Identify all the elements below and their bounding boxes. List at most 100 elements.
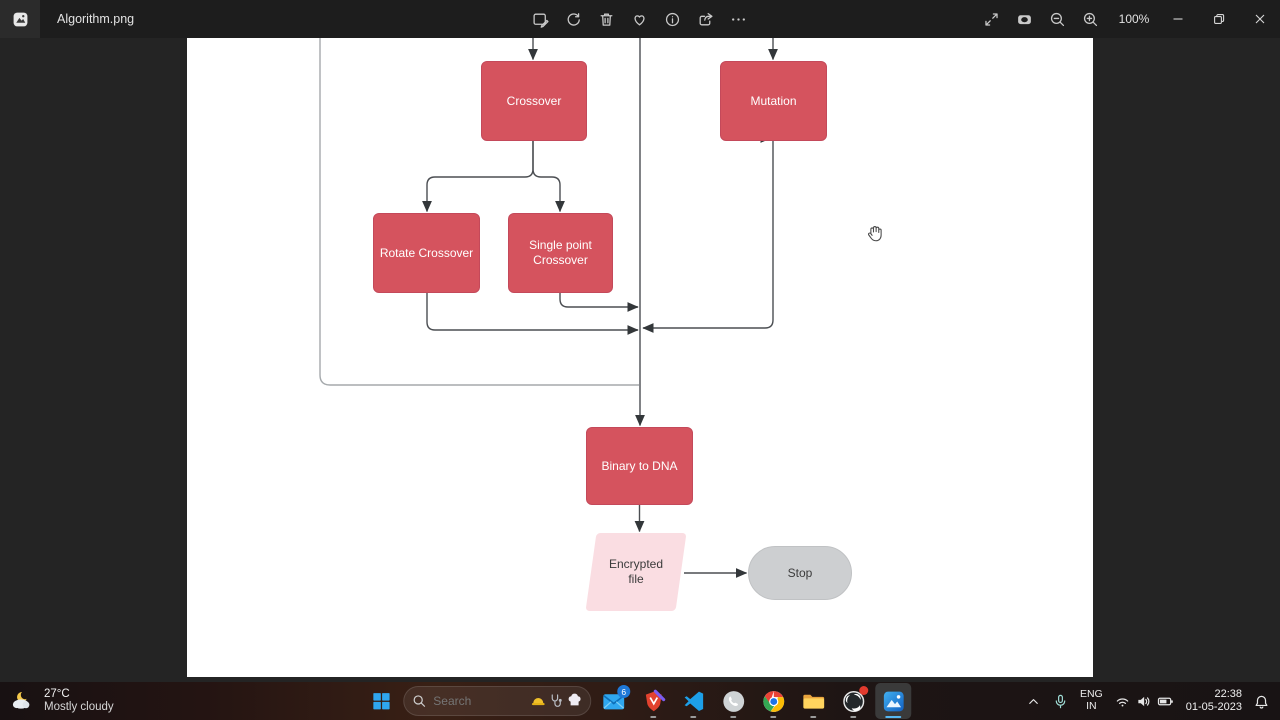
taskbar: 27°C Mostly cloudy — [0, 682, 1280, 720]
close-icon — [1255, 14, 1264, 24]
taskbar-app-whatsapp[interactable] — [715, 683, 751, 719]
window-controls — [1157, 0, 1280, 38]
clock-date-button[interactable]: 22:38 01-05-2023 — [1181, 684, 1247, 718]
container-outline — [319, 38, 639, 386]
restore-button[interactable] — [1198, 0, 1239, 38]
file-explorer-icon — [802, 694, 824, 709]
obs-studio-icon — [842, 690, 864, 712]
node-stop: Stop — [748, 546, 852, 600]
zoom-level[interactable]: 100% — [1118, 12, 1150, 26]
chef-hat-icon — [568, 693, 581, 706]
node-single-point-crossover: Single point Crossover — [508, 213, 613, 293]
node-label: Binary to DNA — [601, 458, 678, 473]
photo-toolbar — [524, 0, 755, 38]
notification-bell-icon — [1255, 695, 1268, 709]
node-label: Stop — [787, 565, 813, 580]
search-input[interactable] — [433, 694, 524, 708]
taskbar-app-mail[interactable]: 6 — [595, 683, 631, 719]
zoom-in-icon — [1083, 12, 1098, 26]
taskbar-app-photos[interactable] — [875, 683, 912, 719]
mail-unread-badge: 6 — [617, 685, 631, 698]
running-indicator — [650, 715, 657, 718]
photos-app-icon[interactable] — [0, 0, 40, 38]
taskbar-search[interactable] — [403, 686, 592, 716]
node-label: Mutation — [750, 93, 797, 108]
hand-cursor — [868, 226, 882, 242]
fullscreen-button[interactable] — [975, 0, 1008, 38]
running-indicator — [730, 715, 737, 718]
chevron-up-icon — [1029, 698, 1038, 704]
photos-taskbar-icon — [883, 691, 904, 711]
edge-mutation-to-merge — [642, 141, 774, 333]
brave-icon — [645, 689, 665, 711]
weather-icon — [12, 690, 30, 709]
vscode-icon — [684, 691, 703, 711]
fit-to-window-button[interactable] — [1008, 0, 1041, 38]
notification-center-button[interactable] — [1249, 684, 1274, 718]
weather-temperature: 27°C — [44, 687, 70, 700]
language-switcher[interactable]: ENG IN — [1075, 684, 1108, 718]
taskbar-app-obs[interactable] — [835, 683, 871, 719]
running-indicator — [850, 715, 857, 718]
titlebar: Algorithm.png — [0, 0, 1280, 38]
info-button[interactable] — [656, 0, 689, 38]
share-button[interactable] — [689, 0, 722, 38]
window-title: Algorithm.png — [57, 12, 135, 26]
heart-icon — [634, 14, 645, 25]
view-controls: 100% — [975, 0, 1153, 38]
obs-recording-dot — [859, 686, 869, 695]
edge-rotate-to-merge — [426, 293, 639, 335]
node-label: Rotate Crossover — [379, 245, 474, 260]
language-line-1: ENG — [1079, 688, 1103, 701]
running-indicator — [770, 715, 777, 718]
system-tray: ENG IN 22:38 01-05-2023 — [1021, 682, 1274, 720]
chrome-icon — [762, 690, 784, 712]
rotate-button[interactable] — [557, 0, 590, 38]
zoom-in-button[interactable] — [1074, 0, 1107, 38]
see-more-button[interactable] — [722, 0, 755, 38]
hidden-icons-chevron[interactable] — [1021, 684, 1046, 718]
search-highlight-icons — [530, 693, 582, 709]
edit-image-button[interactable] — [524, 0, 557, 38]
info-icon — [665, 12, 680, 26]
node-mutation: Mutation — [720, 61, 827, 141]
node-label: Encrypted file — [608, 557, 664, 586]
start-button[interactable] — [363, 683, 399, 719]
see-more-icon — [732, 17, 745, 21]
minimize-button[interactable] — [1157, 0, 1198, 38]
volume-icon — [1138, 696, 1150, 706]
edit-image-icon — [533, 13, 549, 28]
node-binary-to-dna: Binary to DNA — [586, 427, 693, 505]
fullscreen-icon — [985, 12, 998, 26]
zoom-out-button[interactable] — [1041, 0, 1074, 38]
network-volume-battery-button[interactable] — [1110, 684, 1179, 718]
edge-single-to-merge — [559, 293, 639, 312]
node-label: Crossover — [506, 93, 562, 108]
taskbar-app-file-explorer[interactable] — [795, 683, 831, 719]
node-encrypted-file: Encrypted file — [585, 533, 687, 611]
weather-widget[interactable]: 27°C Mostly cloudy — [10, 682, 114, 720]
taskbar-app-chrome[interactable] — [755, 683, 791, 719]
microphone-tray-button[interactable] — [1048, 684, 1073, 718]
close-button[interactable] — [1239, 0, 1280, 38]
favorite-button[interactable] — [623, 0, 656, 38]
node-label: Single point Crossover — [529, 238, 592, 267]
taskbar-app-vscode[interactable] — [675, 683, 711, 719]
minimize-icon — [1173, 18, 1182, 20]
search-icon — [413, 695, 426, 707]
weather-condition: Mostly cloudy — [44, 701, 114, 713]
language-line-2: IN — [1086, 700, 1097, 712]
delete-icon — [600, 13, 613, 26]
rotate-icon — [567, 12, 580, 26]
microphone-icon — [1055, 694, 1066, 708]
edge-crossover-to-rotate — [422, 141, 534, 213]
image-viewport[interactable]: Crossover Mutation Rotate Crossover Sing… — [187, 38, 1093, 677]
taskbar-app-brave[interactable] — [635, 683, 671, 719]
running-indicator — [810, 715, 817, 718]
delete-button[interactable] — [590, 0, 623, 38]
node-crossover: Crossover — [481, 61, 587, 141]
battery-icon — [1157, 697, 1173, 705]
zoom-out-icon — [1050, 12, 1065, 26]
tray-date: 01-05-2023 — [1185, 701, 1242, 713]
windows-logo-icon — [373, 693, 390, 710]
